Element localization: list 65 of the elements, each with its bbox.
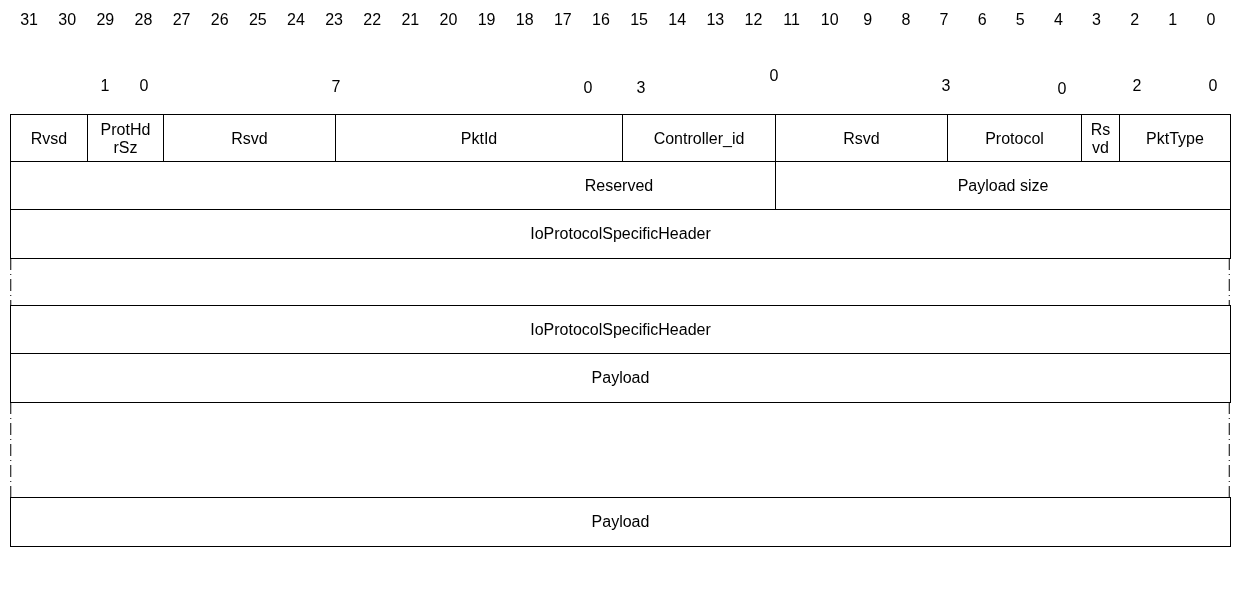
- bit-number: 30: [58, 11, 77, 29]
- bit-number: 8: [901, 11, 911, 29]
- field-bit-number: 3: [941, 77, 951, 95]
- bit-number: 6: [977, 11, 987, 29]
- bit-number: 16: [592, 11, 610, 29]
- field-name: Rsvd: [1089, 120, 1112, 157]
- field-bit-number: 0: [769, 67, 779, 85]
- field-name: Rsvd: [231, 129, 268, 148]
- bit-number: 15: [630, 11, 648, 29]
- field-box: [10, 497, 1231, 547]
- field-box: [1119, 114, 1231, 163]
- bit-number: 2: [1130, 11, 1140, 29]
- field-box: [775, 161, 1231, 211]
- field-box: [10, 209, 1231, 259]
- field-name: Controller_id: [653, 129, 745, 148]
- bit-number: 29: [96, 11, 115, 29]
- field-bit-number: 7: [331, 78, 341, 96]
- bit-number: 19: [477, 11, 496, 29]
- bit-number: 7: [939, 11, 949, 29]
- field-name: Reserved: [584, 177, 654, 195]
- field-name: Payload: [591, 513, 650, 531]
- field-box: [10, 353, 1231, 403]
- bit-number: 28: [134, 11, 153, 29]
- field-bit-number: 0: [1057, 80, 1067, 98]
- bit-number: 4: [1054, 11, 1063, 29]
- bit-number: 23: [325, 11, 343, 29]
- bit-number: 27: [172, 11, 191, 29]
- field-box: [10, 305, 1231, 355]
- field-name: Rvsd: [30, 129, 68, 148]
- bit-number: 21: [401, 11, 420, 29]
- bit-number: 0: [1206, 11, 1216, 29]
- field-bit-number: 3: [636, 79, 646, 97]
- bit-number: 12: [744, 11, 763, 29]
- field-name: PktId: [460, 129, 498, 148]
- bit-number: 10: [820, 11, 839, 29]
- bit-number: 3: [1092, 11, 1101, 29]
- bit-number: 18: [515, 11, 534, 29]
- bit-number: 22: [363, 11, 382, 29]
- field-name: IoProtocolSpecificHeader: [530, 225, 711, 243]
- bit-number: 1: [1168, 11, 1178, 29]
- field-name: IoProtocolSpecificHeader: [530, 321, 711, 339]
- field-name: Payload: [591, 369, 650, 387]
- field-name: Payload size: [957, 177, 1049, 195]
- field-name: PktType: [1146, 129, 1204, 148]
- bit-number: 25: [248, 11, 267, 29]
- field-bit-number: 0: [583, 79, 593, 97]
- field-box: [10, 114, 88, 163]
- field-name: Rsvd: [843, 129, 880, 148]
- field-bit-number: 2: [1132, 77, 1142, 95]
- bit-number: 5: [1015, 11, 1025, 29]
- bit-number: 17: [553, 11, 572, 29]
- field-bit-number: 0: [139, 77, 149, 95]
- bit-number: 11: [783, 11, 800, 29]
- bit-number: 20: [439, 11, 458, 29]
- field-name: ProtHdrSz: [99, 120, 152, 157]
- bit-number: 14: [668, 11, 687, 29]
- field-bit-number: 0: [1208, 77, 1218, 95]
- bit-number: 24: [287, 11, 305, 29]
- bit-number: 9: [863, 11, 873, 29]
- field-name: Protocol: [985, 129, 1044, 148]
- bit-number: 13: [706, 11, 725, 29]
- field-bit-number: 1: [100, 77, 110, 95]
- bit-number: 31: [20, 11, 38, 29]
- bit-number: 26: [210, 11, 229, 29]
- field-box: [10, 161, 776, 211]
